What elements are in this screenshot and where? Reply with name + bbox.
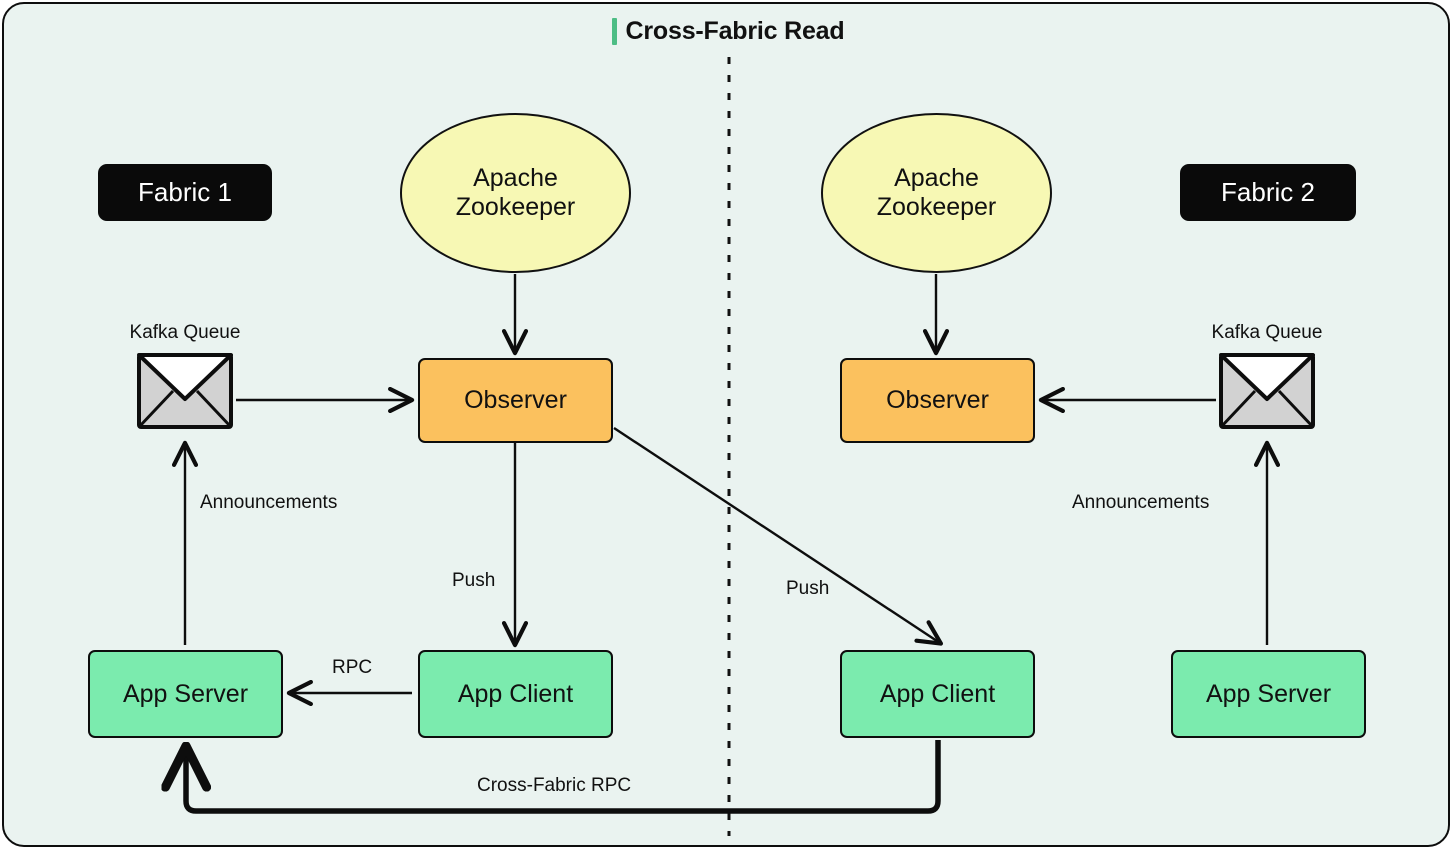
edge-label-push-right: Push [786, 578, 830, 599]
envelope-icon [137, 353, 233, 429]
kafka-queue-left-label: Kafka Queue [129, 322, 241, 343]
fabric-label-2: Fabric 2 [1180, 164, 1356, 221]
app-client-left-label: App Client [457, 679, 574, 708]
edge-label-announcements-left: Announcements [200, 492, 338, 513]
observer-left-label: Observer [464, 386, 567, 414]
page-title: Cross-Fabric Read [625, 17, 845, 45]
edge-label-push-left: Push [452, 570, 496, 591]
fabric-label-1-text: Fabric 1 [138, 177, 232, 207]
fabric-label-1: Fabric 1 [98, 164, 272, 221]
zookeeper-right-line2: Zookeeper [876, 193, 997, 221]
fabric-label-2-text: Fabric 2 [1221, 177, 1315, 207]
node-app-server-left[interactable]: App Server [88, 650, 283, 738]
app-client-right-label: App Client [879, 679, 996, 708]
node-observer-right[interactable]: Observer [840, 358, 1035, 443]
observer-right-label: Observer [886, 386, 989, 414]
node-observer-left[interactable]: Observer [418, 358, 613, 443]
node-kafka-queue-right[interactable]: Kafka Queue [1177, 322, 1357, 429]
zookeeper-right-line1: Apache [894, 163, 979, 192]
node-app-client-left[interactable]: App Client [418, 650, 613, 738]
edge-label-cross-fabric-rpc: Cross-Fabric RPC [477, 775, 632, 796]
kafka-queue-right-label: Kafka Queue [1211, 322, 1323, 343]
app-server-left-label: App Server [122, 679, 249, 708]
edge-label-rpc: RPC [332, 657, 373, 678]
edge-label-announcements-right: Announcements [1072, 492, 1210, 513]
node-app-client-right[interactable]: App Client [840, 650, 1035, 738]
envelope-icon [1219, 353, 1315, 429]
title-accent-bar [611, 18, 617, 45]
node-kafka-queue-left[interactable]: Kafka Queue [95, 322, 275, 429]
node-zookeeper-left[interactable]: Apache Zookeeper [400, 113, 631, 273]
node-zookeeper-right[interactable]: Apache Zookeeper [821, 113, 1052, 273]
app-server-right-label: App Server [1205, 679, 1332, 708]
zookeeper-left-line1: Apache [473, 163, 558, 192]
zookeeper-left-line2: Zookeeper [455, 193, 576, 221]
diagram-title: Cross-Fabric Read [0, 18, 1456, 45]
node-app-server-right[interactable]: App Server [1171, 650, 1366, 738]
